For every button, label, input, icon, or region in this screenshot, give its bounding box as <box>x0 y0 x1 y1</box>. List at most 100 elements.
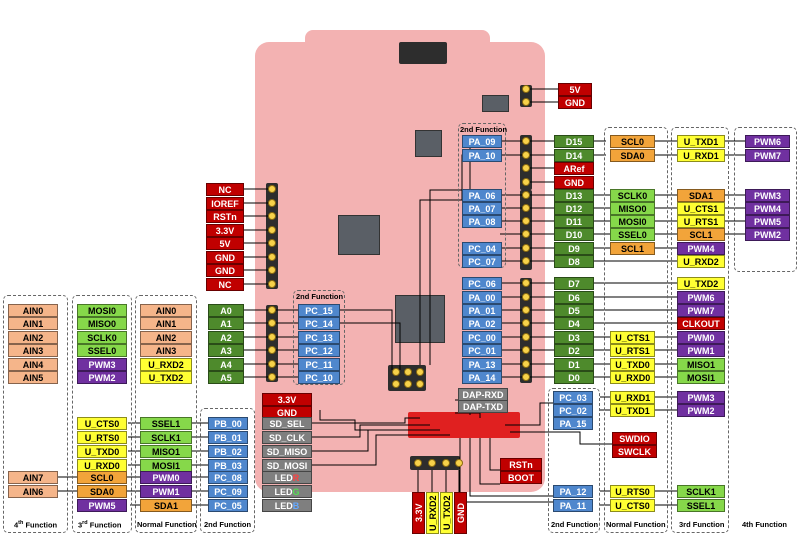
mid-2nd-label: PA_08 <box>462 215 502 228</box>
header-pin <box>404 368 412 376</box>
header-pin <box>522 98 530 106</box>
analog-4th-label: AIN4 <box>8 358 58 371</box>
header-pin <box>455 459 463 467</box>
bottom-utxd2-label: U_TXD2 <box>440 492 453 534</box>
digital-pin-label: ARef <box>554 162 594 175</box>
ic-chip-regulator <box>482 95 509 112</box>
mid-normal-label: MOSI0 <box>610 215 655 228</box>
led-color-letter: R <box>292 473 300 483</box>
led-color-letter: B <box>292 501 300 511</box>
sd-signal-label: SD_CLK <box>262 431 312 444</box>
digital-header-top <box>520 135 532 190</box>
led-normal-label: PWM0 <box>140 471 192 484</box>
digital-pin-label: D8 <box>554 255 594 268</box>
analog-pin-label: A1 <box>208 317 244 330</box>
rstn-label: RSTn <box>500 458 542 471</box>
low-2nd-label: PA_01 <box>462 304 502 317</box>
group-box-right-2nd <box>548 388 600 533</box>
header-pin <box>522 178 530 186</box>
caption-right-normal-function: Normal Function <box>606 520 666 529</box>
mid-3rd-label: PWM4 <box>677 242 725 255</box>
caption-left-4th-rest: Function <box>23 520 58 530</box>
swd-normal-label: U_TXD1 <box>610 404 655 417</box>
top-2nd-label: PA_09 <box>462 135 502 148</box>
top-3rd-label: U_RXD1 <box>677 149 725 162</box>
digital-pin-label: D10 <box>554 228 594 241</box>
power-pin-label: GND <box>206 251 244 264</box>
power-pin-label: 5V <box>206 237 244 250</box>
analog-normal-label: U_RXD2 <box>140 358 192 371</box>
analog-3rd-label: SSEL0 <box>77 344 127 357</box>
ic-chip-left <box>338 215 380 255</box>
led-2nd-label: PC_05 <box>208 499 248 512</box>
header-pin <box>268 346 276 354</box>
analog-2nd-label: PC_13 <box>298 331 340 344</box>
led-4th-label: AIN6 <box>8 485 58 498</box>
group-box-left-2nd <box>200 408 255 533</box>
low-3rd-label: PWM1 <box>677 344 725 357</box>
header-pin <box>522 333 530 341</box>
analog-pin-label: A3 <box>208 344 244 357</box>
analog-pin-label: A4 <box>208 358 244 371</box>
mid-normal-label: SCL1 <box>610 242 655 255</box>
spi-2nd-label: PB_01 <box>208 431 248 444</box>
power-pin-label: GND <box>206 264 244 277</box>
analog-normal-label: U_TXD2 <box>140 371 192 384</box>
group-box-left-normal <box>135 295 197 533</box>
dap-txd-label: DAP-TXD <box>458 400 508 413</box>
low-2nd-label: PC_01 <box>462 344 502 357</box>
spi-normal-label: MISO1 <box>140 445 192 458</box>
low-3rd-label: MISO1 <box>677 358 725 371</box>
caption-left-3rd-num: 3 <box>78 520 83 530</box>
top-3rd-label: U_TXD1 <box>677 135 725 148</box>
analog-2nd-label: PC_11 <box>298 358 340 371</box>
analog-3rd-label: PWM3 <box>77 358 127 371</box>
header-pin <box>522 293 530 301</box>
header-pin <box>268 253 276 261</box>
low-3rd-label: PWM6 <box>677 291 725 304</box>
top-4th-label: PWM6 <box>745 135 790 148</box>
group-box-left-3rd <box>72 295 132 533</box>
low-2nd-label: PC_00 <box>462 331 502 344</box>
caption-left-3rd-sup: rd <box>82 520 88 526</box>
mid-2nd-label: PC_07 <box>462 255 502 268</box>
header-pin <box>428 459 436 467</box>
power-pin-label: IOREF <box>206 197 244 210</box>
low-2nd-label: PA_00 <box>462 291 502 304</box>
digital-pin-label: D15 <box>554 135 594 148</box>
caption-left-4th-num: 4 <box>14 520 19 530</box>
usb-connector <box>399 42 447 64</box>
analog-3rd-label: MISO0 <box>77 317 127 330</box>
group-box-right-4th <box>734 127 797 272</box>
led-red-label: LEDR <box>262 471 312 484</box>
digital-pin-label: D4 <box>554 317 594 330</box>
top-4th-label: PWM7 <box>745 149 790 162</box>
mid-3rd-label: U_RXD2 <box>677 255 725 268</box>
analog-normal-label: AIN3 <box>140 344 192 357</box>
ic-chip-top <box>415 130 442 157</box>
analog-2nd-label: PC_12 <box>298 344 340 357</box>
low-3rd-label: PWM7 <box>677 304 725 317</box>
swd-2nd-label: PA_15 <box>553 417 593 430</box>
digital-pin-label: D7 <box>554 277 594 290</box>
analog-pin-label: A2 <box>208 331 244 344</box>
header-pin <box>268 226 276 234</box>
power-pin-label: NC <box>206 183 244 196</box>
boot-label: BOOT <box>500 471 542 484</box>
header-pin <box>268 212 276 220</box>
header-pin <box>522 279 530 287</box>
mid-4th-label: PWM5 <box>745 215 790 228</box>
caption-left-3rd-function: 3rd Function <box>78 520 121 530</box>
header-pin <box>522 373 530 381</box>
low-3rd-label: PWM0 <box>677 331 725 344</box>
sd-signal-label: SD_MISO <box>262 445 312 458</box>
header-pin <box>392 380 400 388</box>
swd-3rd-label: PWM2 <box>677 404 725 417</box>
low-2nd-label: PA_13 <box>462 358 502 371</box>
mid-2nd-label: PA_07 <box>462 202 502 215</box>
swclk-label: SWCLK <box>612 445 657 458</box>
digital-pin-label: D1 <box>554 358 594 371</box>
led-3rd-label: SCL0 <box>77 471 127 484</box>
digital-pin-label: D11 <box>554 215 594 228</box>
analog-3rd-label: PWM2 <box>77 371 127 384</box>
